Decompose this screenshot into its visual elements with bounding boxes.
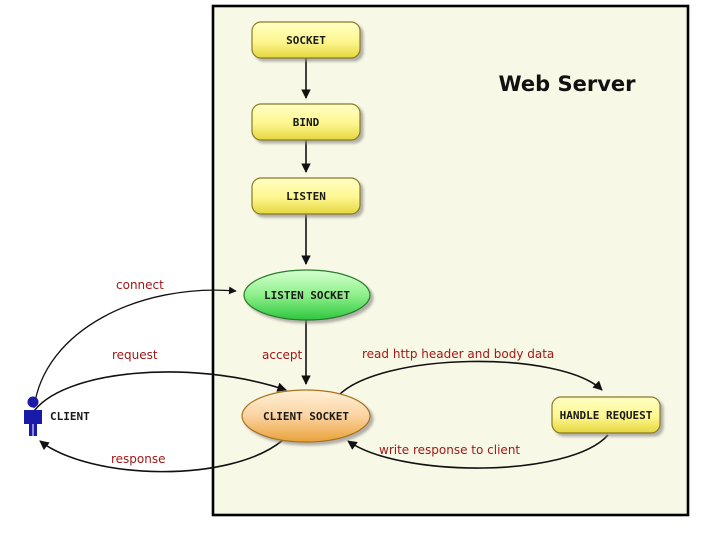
- edge-client-socket-to-handle-request: read http header and body data: [337, 347, 603, 397]
- node-handle-request[interactable]: HANDLE REQUEST: [551, 396, 661, 434]
- client-actor[interactable]: CLIENT: [24, 396, 90, 437]
- edge-label-write-response: write response to client: [379, 443, 520, 457]
- person-icon: [24, 396, 42, 436]
- node-handle-request-label: HANDLE REQUEST: [560, 409, 653, 422]
- edge-handle-request-to-client-socket: write response to client: [347, 434, 609, 469]
- node-bind[interactable]: BIND: [251, 103, 361, 141]
- node-client-socket[interactable]: CLIENT SOCKET: [241, 389, 371, 443]
- client-actor-label: CLIENT: [50, 410, 90, 423]
- edge-client-to-client-socket: request: [31, 348, 287, 415]
- node-client-socket-label: CLIENT SOCKET: [263, 410, 349, 423]
- node-client-socket-shape[interactable]: [241, 389, 371, 443]
- panel-title: Web Server: [498, 72, 636, 96]
- node-listen-label: LISTEN: [286, 190, 326, 203]
- node-socket-label: SOCKET: [286, 34, 326, 47]
- node-bind-shape[interactable]: [251, 103, 361, 141]
- node-socket-shape[interactable]: [251, 21, 361, 59]
- edge-client-socket-to-client: response: [39, 439, 284, 473]
- node-listen-socket[interactable]: LISTEN SOCKET: [243, 269, 371, 321]
- node-listen[interactable]: LISTEN: [251, 177, 361, 215]
- edge-client-to-listen-socket: connect: [33, 278, 237, 409]
- node-listen-shape[interactable]: [251, 177, 361, 215]
- edge-label-request: request: [112, 348, 158, 362]
- node-bind-label: BIND: [293, 116, 320, 129]
- node-socket[interactable]: SOCKET: [251, 21, 361, 59]
- node-listen-socket-shape[interactable]: [243, 269, 371, 321]
- node-listen-socket-label: LISTEN SOCKET: [264, 289, 350, 302]
- node-handle-request-shape[interactable]: [551, 396, 661, 434]
- edge-label-connect: connect: [116, 278, 164, 292]
- edge-label-response: response: [111, 452, 166, 466]
- edge-label-read-http: read http header and body data: [362, 347, 554, 361]
- edge-listen-socket-to-client-socket: accept: [262, 320, 311, 385]
- edge-label-accept: accept: [262, 348, 303, 362]
